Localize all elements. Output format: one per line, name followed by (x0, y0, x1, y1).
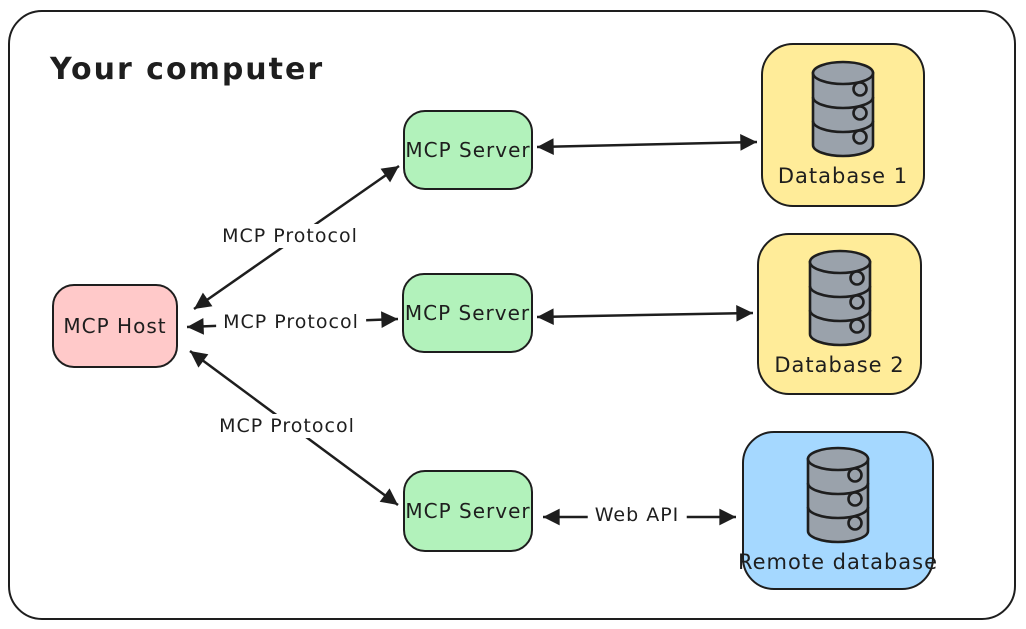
mcp-server-1-node: MCP Server (403, 110, 533, 190)
database-2-label: Database 2 (774, 353, 905, 377)
mcp-host-node: MCP Host (52, 284, 178, 368)
database-cylinder-icon (808, 249, 871, 347)
mcp-server-1-label: MCP Server (405, 138, 531, 162)
mcp-server-3-node: MCP Server (403, 470, 533, 552)
remote-database-label: Remote database (737, 550, 939, 574)
mcp-server-2-label: MCP Server (404, 301, 531, 325)
mcp-server-3-label: MCP Server (405, 499, 531, 523)
database-1-label: Database 1 (777, 164, 909, 188)
mcp-server-2-node: MCP Server (402, 273, 533, 353)
database-1-node: Database 1 (761, 43, 925, 207)
remote-database-node: Remote database (738, 431, 937, 590)
database-2-node: Database 2 (757, 233, 922, 395)
mcp-host-label: MCP Host (63, 314, 167, 338)
database-cylinder-icon (806, 446, 870, 544)
edge-label-mcp-protocol-1: MCP Protocol (215, 224, 365, 248)
diagram-title: Your computer (50, 52, 325, 87)
edge-label-web-api: Web API (587, 503, 687, 527)
edge-label-mcp-protocol-3: MCP Protocol (212, 414, 362, 438)
edge-label-mcp-protocol-2: MCP Protocol (216, 310, 366, 334)
database-cylinder-icon (811, 60, 875, 158)
